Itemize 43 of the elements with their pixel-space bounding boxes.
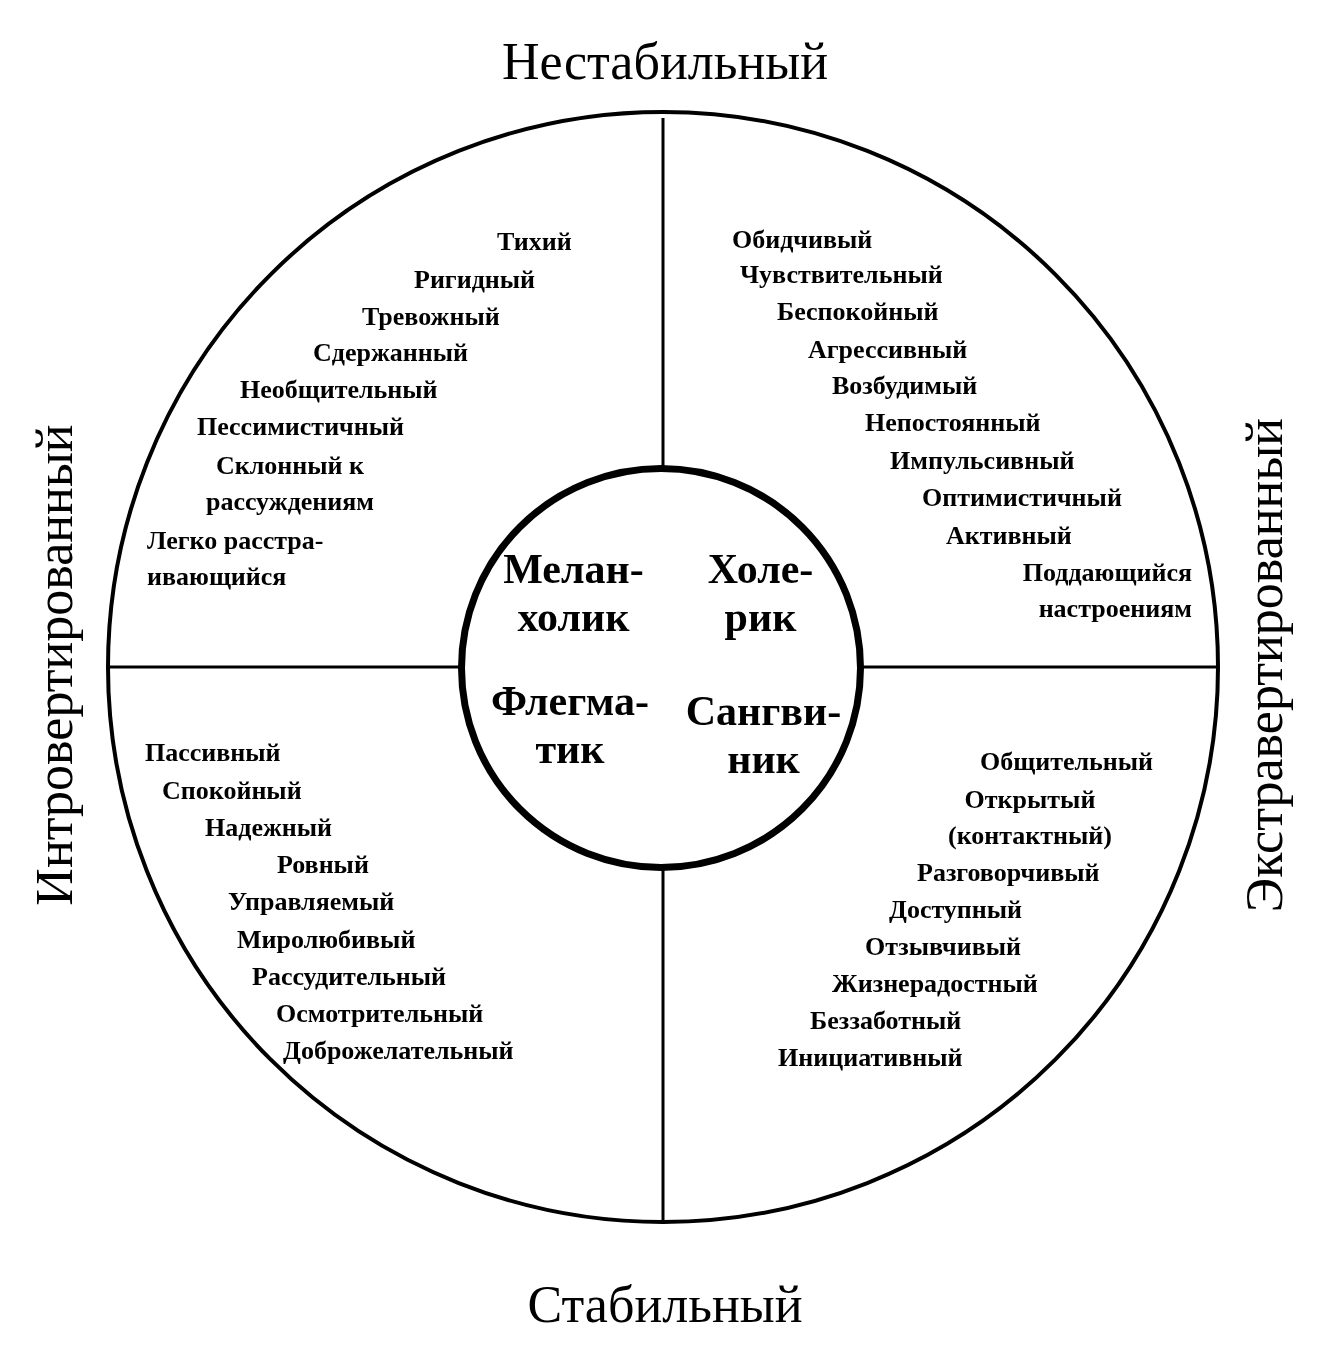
axis-label: Экстравертированный [1235,417,1294,913]
trait-word: Необщительный [240,374,438,406]
trait-word: Тревожный [362,301,500,333]
trait-word: Активный [946,520,1072,552]
trait-word: Рассудительный [252,961,447,993]
trait-word: Ровный [277,849,369,881]
trait-word: Осмотрительный [276,998,484,1030]
temperament-name: Флегма- тик [490,677,650,773]
trait-word: Обидчивый [732,224,873,256]
trait-word: Склонный к рассуждениям [204,450,376,518]
trait-word: Непостоянный [865,407,1041,439]
trait-word: Миролюбивый [237,924,416,956]
trait-word: Надежный [205,812,333,844]
trait-word: Беспокойный [777,296,939,328]
temperament-name: Холе- рик [706,545,815,641]
trait-word: Тихий [497,226,572,258]
trait-word: Отзывчивый [865,931,1022,963]
trait-word: Легко расстра- ивающийся [147,525,325,593]
trait-word: Разговорчивый [917,857,1100,889]
axis-label: Стабильный [527,1275,803,1335]
trait-word: Открытый (контактный) [946,784,1113,852]
trait-word: Пассивный [145,737,281,769]
trait-word: Импульсивный [890,445,1075,477]
trait-word: Агрессивный [808,334,968,366]
trait-word: Возбудимый [832,370,978,402]
trait-word: Ригидный [414,264,536,296]
trait-word: Сдержанный [313,337,469,369]
trait-word: Общительный [980,746,1154,778]
axis-label: Интровертированный [25,424,84,906]
trait-word: Беззаботный [810,1005,962,1037]
trait-word: Пессимистичный [197,411,405,443]
trait-word: Жизнерадостный [832,968,1038,1000]
temperament-name: Сангви- ник [684,687,843,783]
trait-word: Спокойный [162,775,302,807]
trait-word: Поддающийся настроениям [1021,557,1192,625]
trait-word: Управляемый [228,886,395,918]
temperament-name: Мелан- холик [502,545,645,641]
trait-word: Доброжелательный [283,1035,514,1067]
trait-word: Доступный [889,894,1023,926]
trait-word: Чувствительный [740,259,943,291]
trait-word: Инициативный [778,1042,963,1074]
trait-word: Оптимистичный [922,482,1122,514]
axis-label: Нестабильный [502,32,828,92]
